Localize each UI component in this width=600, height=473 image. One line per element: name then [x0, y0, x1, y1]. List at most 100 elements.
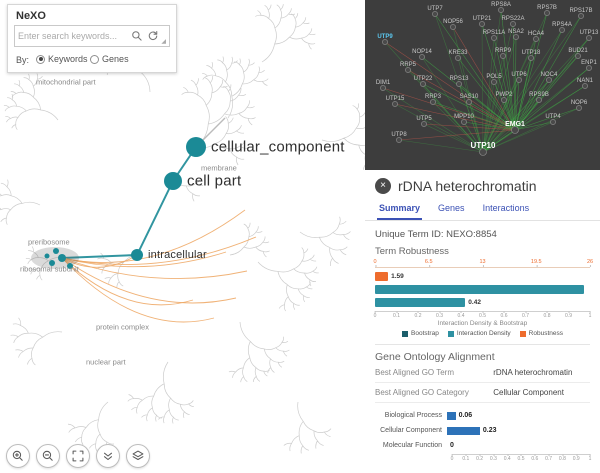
gene-node — [432, 11, 438, 17]
radio-label: Keywords — [48, 54, 88, 64]
axis-tick: 0.3 — [436, 311, 443, 319]
gene-node — [479, 21, 485, 27]
axis-tick: 0.9 — [572, 454, 580, 462]
axis-tick: 0 — [373, 311, 377, 319]
axis-tick: 0.2 — [476, 454, 484, 462]
tree-trunk — [61, 146, 197, 259]
gene-node — [528, 55, 534, 61]
close-button[interactable]: × — [375, 178, 391, 194]
cluster-node — [67, 263, 73, 269]
legend-swatch — [447, 330, 454, 337]
legend-item: Robustness — [519, 330, 563, 337]
search-panel: NeXO ◢ By: Keywords Genes — [7, 4, 177, 73]
gene-node — [466, 99, 472, 105]
network-canvas[interactable] — [365, 0, 600, 170]
search-by-options: Keywords Genes — [36, 54, 129, 66]
gene-node — [455, 55, 461, 61]
radio-genes[interactable]: Genes — [90, 54, 129, 64]
gene-node — [550, 119, 556, 125]
fit-to-screen-button[interactable] — [66, 444, 90, 468]
zoom-in-button[interactable] — [6, 444, 30, 468]
gene-node — [420, 81, 426, 87]
radio-icon[interactable] — [36, 54, 46, 64]
zoom-out-button[interactable] — [36, 444, 60, 468]
gene-node — [511, 126, 519, 134]
tab-interactions[interactable]: Interactions — [482, 203, 530, 213]
gene-node — [392, 101, 398, 107]
cluster-node — [58, 254, 66, 262]
go-score-category: Biological Process — [384, 412, 442, 419]
search-by-row: By: Keywords Genes — [8, 52, 176, 72]
unique-term-id: Unique Term ID: NEXO:8854 — [375, 229, 497, 240]
layers-button[interactable] — [126, 444, 150, 468]
gene-node — [578, 13, 584, 19]
reset-icon[interactable] — [145, 28, 161, 44]
axis-tick: 0.8 — [558, 454, 566, 462]
term-node — [131, 249, 143, 261]
cluster-node — [49, 260, 55, 266]
zoom-in-icon — [12, 450, 23, 461]
collapse-button[interactable] — [96, 444, 120, 468]
collapse-icon — [103, 452, 113, 461]
detail-header: × rDNA heterochromatin — [365, 170, 600, 199]
axis-tick: 1 — [588, 311, 592, 319]
legend-label: Interaction Density — [456, 330, 511, 337]
go-score-category: Cellular Component — [380, 427, 442, 434]
legend-label: Bootstrap — [411, 330, 439, 337]
radio-icon[interactable] — [90, 54, 100, 64]
gene-node — [544, 10, 550, 16]
resize-handle-icon[interactable]: ◢ — [161, 39, 166, 45]
gene-node — [582, 83, 588, 89]
gene-node — [536, 97, 542, 103]
gene-node — [456, 81, 462, 87]
go-score-value: 0.23 — [482, 427, 497, 434]
tab-summary[interactable]: Summary — [377, 199, 423, 220]
axis-tick: 0.9 — [565, 311, 572, 319]
fit-to-screen-icon — [72, 450, 84, 462]
go-score-bar — [447, 411, 456, 420]
axis-tick: 0.4 — [503, 454, 511, 462]
legend-swatch — [402, 330, 408, 337]
axis-tick: 0.7 — [522, 311, 529, 319]
highlight-link — [61, 254, 138, 268]
axis-tick: 0.3 — [489, 454, 497, 462]
axis-tick: 0.6 — [500, 311, 508, 319]
term-node — [186, 137, 206, 157]
robustness-bar-row: 1.59 — [375, 271, 590, 282]
radio-keywords[interactable]: Keywords — [36, 54, 88, 64]
gene-node — [382, 39, 388, 45]
highlight-link — [61, 251, 227, 268]
highlight-link — [61, 257, 194, 306]
search-icon[interactable] — [129, 28, 145, 44]
cluster-node — [53, 248, 59, 254]
layers-icon — [132, 450, 144, 461]
legend-item: Interaction Density — [447, 330, 511, 337]
highlight-link — [61, 257, 248, 279]
gene-node — [498, 7, 504, 13]
search-input[interactable] — [18, 31, 130, 41]
axis-tick: 0.5 — [479, 311, 486, 319]
axis-tick: 0 — [373, 259, 377, 267]
go-score-track: 0 — [447, 442, 590, 450]
gene-node — [491, 35, 497, 41]
axis-tick: 0.1 — [462, 454, 470, 462]
tab-genes[interactable]: Genes — [438, 203, 465, 213]
axis-tick: 0.8 — [543, 311, 551, 319]
app-title: NeXO — [16, 10, 46, 22]
axis-tick: 0.2 — [414, 311, 422, 319]
network-edges — [382, 9, 590, 153]
robustness-legend: Bootstrap Interaction Density Robustness — [375, 330, 590, 337]
robustness-bar — [375, 285, 584, 294]
axis-tick: 19.5 — [530, 259, 542, 267]
go-row-label: Best Aligned GO Category — [375, 388, 469, 397]
